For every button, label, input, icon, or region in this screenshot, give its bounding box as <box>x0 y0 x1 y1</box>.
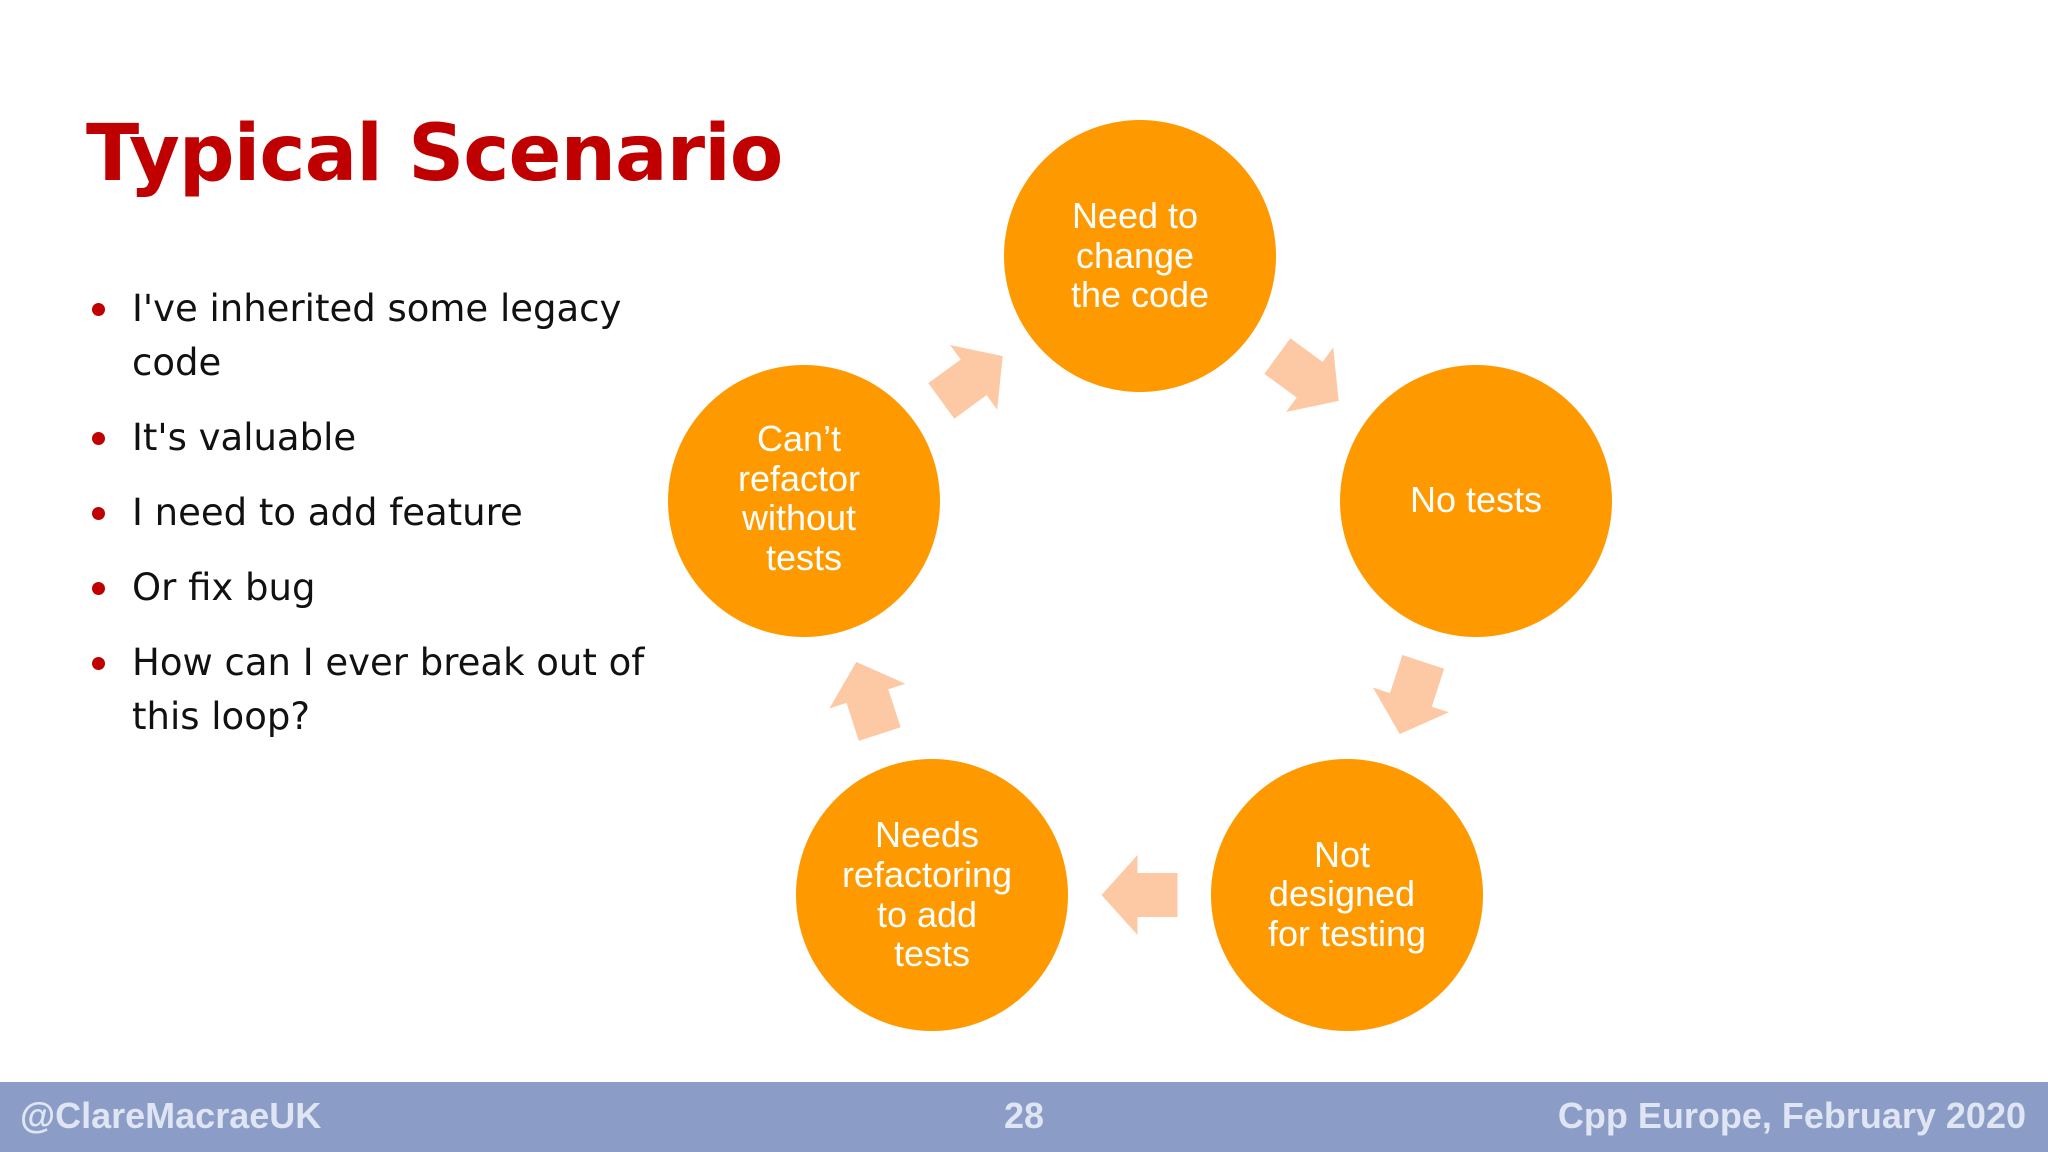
bullet-dot <box>92 582 105 595</box>
cycle-arrow <box>829 661 906 741</box>
node-circle <box>1211 759 1483 1031</box>
cycle-arrows <box>829 338 1449 935</box>
node-label-line: Need to <box>1072 195 1198 236</box>
bullet-dot <box>92 657 105 670</box>
cycle-node-needs-refactoring: Needs refactoring to add tests <box>796 759 1068 1031</box>
cycle-node-cant-refactor: Can’t refactor without tests <box>668 365 940 637</box>
bullet-dot <box>92 507 105 520</box>
node-label-line: to add <box>877 894 977 935</box>
node-label-line: refactoring <box>842 854 1012 895</box>
node-circle <box>668 365 940 637</box>
bullet-item: It's valuable <box>86 411 646 465</box>
cycle-node-need-to-change: Need to change the code <box>1004 120 1276 392</box>
bullet-item: I need to add feature <box>86 486 646 540</box>
cycle-arrow <box>1264 338 1339 412</box>
bullet-item: How can I ever break out of this loop? <box>86 636 646 744</box>
footer-event: Cpp Europe, February 2020 <box>1557 1095 2026 1136</box>
bullet-text: It's valuable <box>132 416 357 459</box>
node-label-line: change <box>1076 235 1194 276</box>
footer-bar: @ClareMacraeUK 28 Cpp Europe, February 2… <box>0 1082 2048 1152</box>
node-label: Not designed for testing <box>1268 834 1426 954</box>
node-label-line: the code <box>1071 274 1209 315</box>
cycle-node-not-designed: Not designed for testing <box>1211 759 1483 1031</box>
bullet-item: Or fix bug <box>86 561 646 615</box>
node-label: No tests <box>1410 479 1542 520</box>
cycle-arrow <box>928 345 1003 419</box>
node-label-line: Not <box>1314 834 1370 875</box>
node-label: Needs refactoring to add tests <box>842 814 1022 974</box>
slide-title: Typical Scenario <box>86 109 783 199</box>
node-circle <box>796 759 1068 1031</box>
node-label-line: Can’t <box>757 418 841 459</box>
footer-handle: @ClareMacraeUK <box>20 1095 322 1136</box>
node-label-line: No tests <box>1410 479 1542 520</box>
node-label-line: tests <box>894 933 970 974</box>
node-label-line: for testing <box>1268 913 1426 954</box>
node-label: Need to change the code <box>1071 195 1209 315</box>
node-circle <box>1004 120 1276 392</box>
bullet-dot <box>92 432 105 445</box>
bullet-text: I need to add feature <box>132 491 523 534</box>
node-label-line: Needs <box>875 814 979 855</box>
node-label-line: without <box>741 497 856 538</box>
node-label-line: designed <box>1269 873 1415 914</box>
bullet-item: I've inherited some legacy code <box>86 282 646 390</box>
bullet-text: I've inherited some legacy code <box>132 287 622 384</box>
cycle-node-no-tests: No tests <box>1340 365 1612 637</box>
node-label: Can’t refactor without tests <box>738 418 870 578</box>
bullet-text: How can I ever break out of this loop? <box>132 641 645 738</box>
bullet-text: Or fix bug <box>132 566 316 609</box>
node-label-line: tests <box>766 537 842 578</box>
node-circle <box>1340 365 1612 637</box>
cycle-arrow <box>1372 655 1449 735</box>
bullet-list: I've inherited some legacy code It's val… <box>86 282 646 765</box>
bullet-dot <box>92 303 105 316</box>
footer-page-number: 28 <box>1003 1095 1045 1136</box>
cycle-arrow <box>1101 855 1178 935</box>
node-label-line: refactor <box>738 458 860 499</box>
